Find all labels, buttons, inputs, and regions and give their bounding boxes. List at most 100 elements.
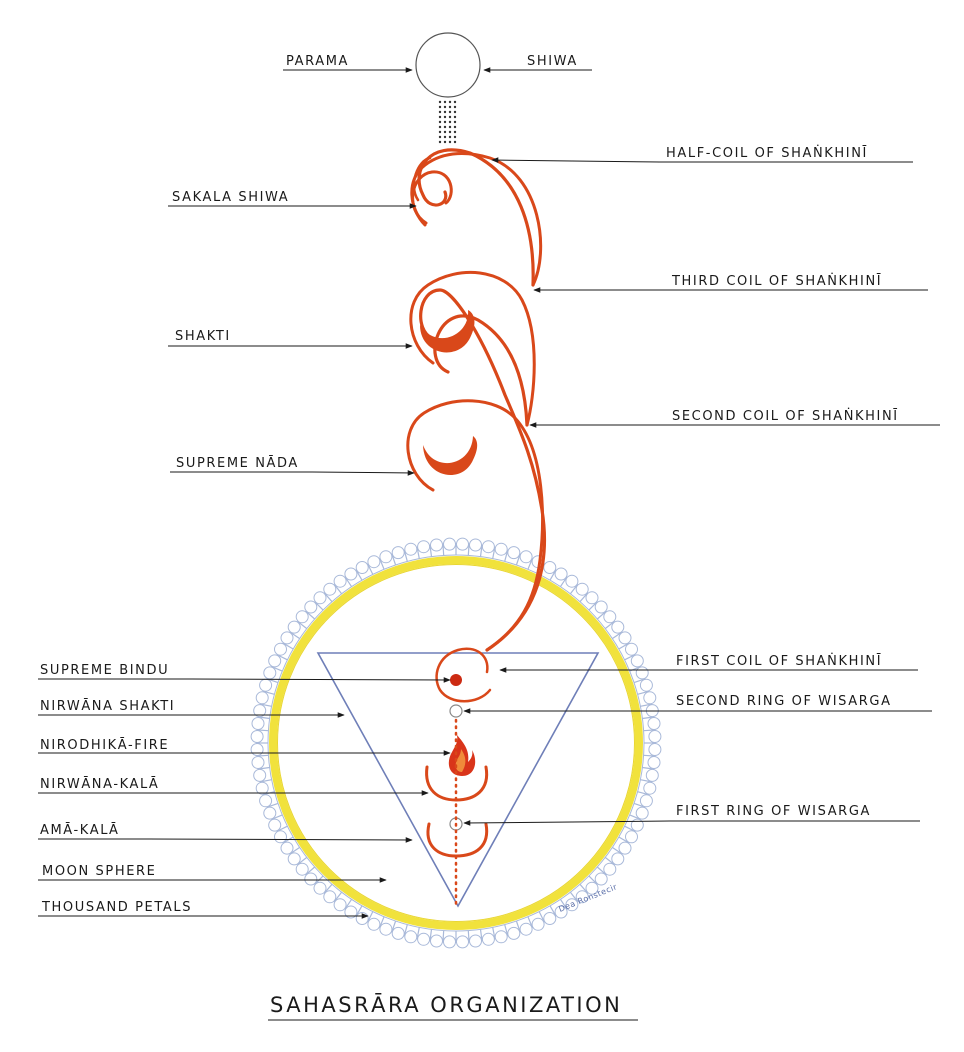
petal — [333, 583, 343, 595]
label-sakala-shiwa: SAKALA SHIWA — [172, 190, 289, 205]
petal — [416, 927, 420, 940]
petal-tip — [323, 890, 337, 904]
connection-dot — [443, 130, 447, 134]
petal — [549, 905, 557, 917]
petal-tip — [443, 935, 456, 949]
petal — [642, 716, 655, 720]
petal — [637, 791, 650, 796]
petal — [391, 553, 397, 566]
petal-tip — [295, 610, 309, 624]
petal-tip — [287, 620, 301, 634]
petal — [643, 729, 656, 732]
petal-tip — [554, 905, 568, 919]
petal — [633, 802, 646, 808]
petal — [624, 825, 636, 833]
petal — [467, 543, 470, 556]
petal-tip — [647, 717, 661, 730]
petal — [403, 549, 408, 562]
petal — [527, 557, 534, 570]
petal-tip — [304, 872, 318, 886]
label-moon-sphere: MOON SPHERE — [42, 864, 156, 879]
petal-tip — [643, 691, 657, 705]
petal — [515, 920, 521, 933]
petal-tip — [543, 912, 557, 925]
petal-tip — [313, 881, 327, 895]
petal-tip — [251, 717, 265, 730]
petal-tip — [639, 678, 653, 692]
petal — [276, 825, 288, 833]
petal-tip — [355, 561, 369, 574]
petal-tip — [625, 642, 638, 656]
shakti-crescent — [420, 310, 475, 353]
label-first-coil: FIRST COIL OF SHAṄKHINĪ — [676, 653, 882, 669]
first-coil-of-shankhini — [435, 647, 492, 703]
petal-tip — [594, 872, 608, 886]
petal-tip — [263, 666, 277, 680]
petal-tip — [404, 930, 418, 944]
petal-tip — [333, 574, 347, 588]
petal-tip — [618, 841, 632, 855]
petal-tip — [417, 540, 431, 554]
petal-tip — [344, 567, 358, 581]
connection-dot — [448, 105, 452, 109]
petal-tip — [507, 546, 521, 560]
petal — [492, 546, 496, 559]
petal — [323, 592, 333, 603]
label-supreme-nada: SUPREME NĀDA — [176, 456, 299, 471]
petal — [643, 754, 656, 757]
dotted-connection — [438, 100, 457, 144]
supreme-bindu-dot — [450, 674, 462, 686]
label-parama: PARAMA — [286, 54, 349, 69]
petal-tip — [507, 926, 521, 940]
petal — [259, 779, 272, 783]
petal — [378, 916, 385, 929]
petal-tip — [295, 862, 309, 876]
petal-tip — [585, 881, 599, 895]
petal-tip — [630, 654, 644, 668]
connection-dot — [453, 120, 457, 124]
petal — [588, 875, 598, 885]
petal — [344, 576, 353, 588]
thousand-petals-ring — [250, 537, 662, 949]
petal-tip — [379, 922, 393, 936]
connection-dot — [448, 135, 452, 139]
petal-tip — [639, 794, 653, 808]
petal — [618, 642, 630, 650]
petal-tip — [255, 691, 269, 705]
connection-dot — [438, 120, 442, 124]
petal — [323, 883, 333, 894]
petal-tip — [287, 852, 301, 866]
label-half-coil: HALF-COIL OF SHAṄKHINĪ — [666, 145, 868, 161]
petal-tip — [313, 591, 327, 605]
connection-dot — [443, 110, 447, 114]
connection-dot — [438, 115, 442, 119]
petal-tip — [630, 818, 644, 832]
petal — [442, 543, 445, 556]
petal-tip — [575, 890, 589, 904]
label-nirwana-shakti: NIRWĀNA SHAKTI — [40, 699, 175, 714]
petal — [611, 631, 623, 640]
petal-tip — [645, 768, 659, 782]
connection-dot — [448, 110, 452, 114]
connection-dot — [453, 100, 457, 104]
nirodhika-fire-core — [455, 749, 466, 772]
petal — [559, 898, 568, 910]
petal — [611, 846, 623, 855]
petal-tip — [430, 934, 443, 948]
petal — [276, 653, 288, 661]
petal-tip — [585, 591, 599, 605]
connection-dot — [453, 135, 457, 139]
label-thousand-petals: THOUSAND PETALS — [41, 900, 192, 915]
petal-tip — [618, 631, 632, 645]
petal — [305, 866, 316, 876]
petal — [257, 716, 270, 720]
petal — [289, 846, 301, 855]
connection-dot — [443, 135, 447, 139]
petal — [640, 779, 653, 783]
petal — [366, 911, 374, 923]
connection-dot — [453, 105, 457, 109]
petal — [642, 766, 655, 770]
label-shakti: SHAKTI — [175, 329, 231, 344]
petal — [527, 916, 534, 929]
petal-tip — [648, 743, 662, 756]
